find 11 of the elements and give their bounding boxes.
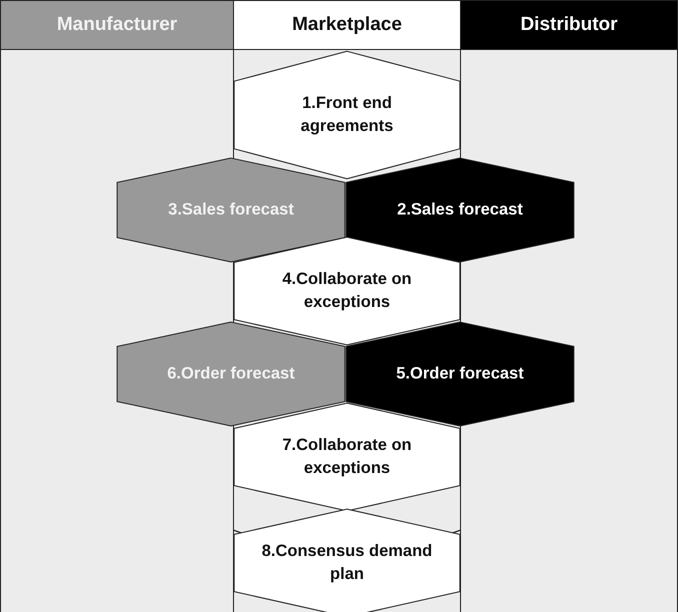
- lane-header: Marketplace: [233, 0, 461, 50]
- step-label: 5.Order forecast: [395, 363, 525, 384]
- step-label: 1.Front end agreements: [300, 92, 394, 137]
- lane-header: Manufacturer: [0, 0, 234, 50]
- step-label: 2.Sales forecast: [396, 199, 524, 220]
- step-label: 6.Order forecast: [166, 363, 296, 384]
- step-label: 4.Collaborate on exceptions: [281, 268, 413, 313]
- step-label: 7.Collaborate on exceptions: [281, 434, 413, 479]
- step-label: 8.Consensus demand plan: [260, 540, 434, 585]
- step-label: 3.Sales forecast: [167, 199, 295, 220]
- lane-header: Distributor: [460, 0, 678, 50]
